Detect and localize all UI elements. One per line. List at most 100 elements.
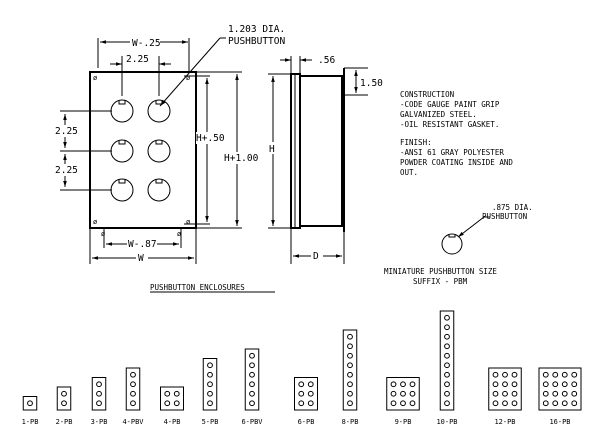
construction-line: GALVANIZED STEEL. <box>400 110 477 119</box>
miniature-callout-line1: .875 DIA. <box>492 203 533 212</box>
finish-heading: FINISH: <box>400 138 432 147</box>
enclosure-button <box>249 371 255 378</box>
enclosure-button <box>96 390 102 397</box>
enclosure-box <box>342 329 358 411</box>
enclosure-button <box>96 381 102 388</box>
enclosure-button <box>502 390 508 397</box>
dim-side-depth: D <box>313 251 319 262</box>
enclosure-button <box>347 362 353 369</box>
enclosures-caption: PUSHBUTTON ENCLOSURES <box>150 283 245 292</box>
enclosure-button <box>27 400 33 407</box>
enclosure-button <box>409 400 416 407</box>
enclosure-button <box>207 362 213 369</box>
enclosure-button <box>207 381 213 388</box>
enclosure-button <box>492 381 499 388</box>
enclosure-button <box>307 381 314 388</box>
pushbutton-hole <box>147 139 171 163</box>
dim-left-spacing-upper: 2.25 <box>55 126 78 137</box>
enclosure-button <box>249 400 255 407</box>
miniature-caption-line1: MINIATURE PUSHBUTTON SIZE <box>384 267 497 276</box>
finish-line: -ANSI 61 GRAY POLYESTER <box>400 148 504 157</box>
construction-heading: CONSTRUCTION <box>400 90 454 99</box>
enclosure-16-pb: 16-PB <box>538 367 582 426</box>
enclosure-button <box>307 390 314 397</box>
enclosure-button <box>173 400 180 407</box>
enclosure-1-pb: 1-PB <box>22 396 39 426</box>
enclosure-button <box>561 390 568 397</box>
enclosure-12-pb: 12-PB <box>488 367 522 426</box>
enclosure-button <box>444 362 450 369</box>
pushbutton-callout-line1: 1.203 DIA. <box>228 24 285 35</box>
pushbutton-hole <box>110 178 134 202</box>
enclosure-button <box>390 400 397 407</box>
enclosure-3-pb: 3-PB <box>91 377 108 426</box>
enclosure-button <box>249 352 255 359</box>
pushbutton-hole <box>110 139 134 163</box>
enclosure-button <box>249 362 255 369</box>
svg-text:ø: ø <box>93 74 98 82</box>
enclosure-button <box>444 314 450 321</box>
enclosure-button <box>307 400 314 407</box>
enclosure-button <box>492 390 499 397</box>
pushbutton-callout-line2: PUSHBUTTON <box>228 36 285 47</box>
enclosure-button <box>390 381 397 388</box>
enclosure-button <box>511 390 518 397</box>
enclosure-button <box>347 381 353 388</box>
enclosure-label: 4-PB <box>164 418 181 426</box>
enclosure-button <box>542 371 549 378</box>
enclosure-button <box>164 400 171 407</box>
enclosure-label: 9-PB <box>395 418 412 426</box>
enclosure-button <box>542 390 549 397</box>
enclosure-button <box>444 324 450 331</box>
corner-screws: ø ø ø ø <box>93 74 191 226</box>
enclosure-box <box>202 358 218 411</box>
enclosure-4-pb: 4-PB <box>160 386 184 426</box>
dim-top-spacing: 2.25 <box>126 54 149 65</box>
enclosure-row: 1-PB 2-PB 3-PB 4-PBV 4-PB 5-PB 6-PBV 6-PB 8-PB 9-… <box>22 310 582 426</box>
enclosure-button <box>390 390 397 397</box>
enclosure-4-pbv: 4-PBV <box>122 367 144 426</box>
enclosure-label: 6-PB <box>298 418 315 426</box>
enclosure-button <box>347 352 353 359</box>
construction-line: -OIL RESISTANT GASKET. <box>400 120 499 129</box>
enclosure-button <box>347 400 353 407</box>
enclosure-button <box>542 400 549 407</box>
svg-text:ø: ø <box>93 218 98 226</box>
miniature-caption-line2: SUFFIX - PBM <box>413 277 468 286</box>
enclosure-9-pb: 9-PB <box>386 377 420 426</box>
enclosure-label: 1-PB <box>22 418 39 426</box>
dim-side-flange: 1.50 <box>360 78 383 89</box>
enclosure-button <box>444 400 450 407</box>
enclosure-button <box>444 333 450 340</box>
enclosure-button <box>400 390 406 397</box>
enclosure-button <box>61 400 67 407</box>
front-view: ø ø ø ø ø ø W-.25 2.25 <box>54 24 285 293</box>
enclosure-label: 12-PB <box>494 418 515 426</box>
enclosure-button <box>552 371 559 378</box>
enclosure-button <box>502 400 508 407</box>
enclosure-label: 8-PB <box>342 418 359 426</box>
enclosure-6-pbv: 6-PBV <box>241 348 263 426</box>
enclosure-button <box>552 400 559 407</box>
enclosure-button <box>542 381 549 388</box>
enclosure-button <box>249 381 255 388</box>
enclosure-button <box>298 381 305 388</box>
enclosure-5-pb: 5-PB <box>202 358 218 426</box>
enclosure-button <box>502 381 508 388</box>
enclosure-label: 3-PB <box>91 418 108 426</box>
finish-line: POWDER COATING INSIDE AND <box>400 158 513 167</box>
enclosure-button <box>347 371 353 378</box>
enclosure-2-pb: 2-PB <box>56 386 72 426</box>
enclosure-button <box>347 343 353 350</box>
enclosure-box <box>56 386 72 411</box>
pushbutton-hole <box>110 99 134 123</box>
pushbutton-holes <box>110 99 171 202</box>
enclosure-button <box>130 381 136 388</box>
enclosure-button <box>444 352 450 359</box>
enclosure-button <box>409 381 416 388</box>
enclosure-outline <box>89 71 197 229</box>
enclosure-button <box>571 371 578 378</box>
enclosure-button <box>298 390 305 397</box>
enclosure-label: 10-PB <box>436 418 457 426</box>
enclosure-button <box>444 390 450 397</box>
